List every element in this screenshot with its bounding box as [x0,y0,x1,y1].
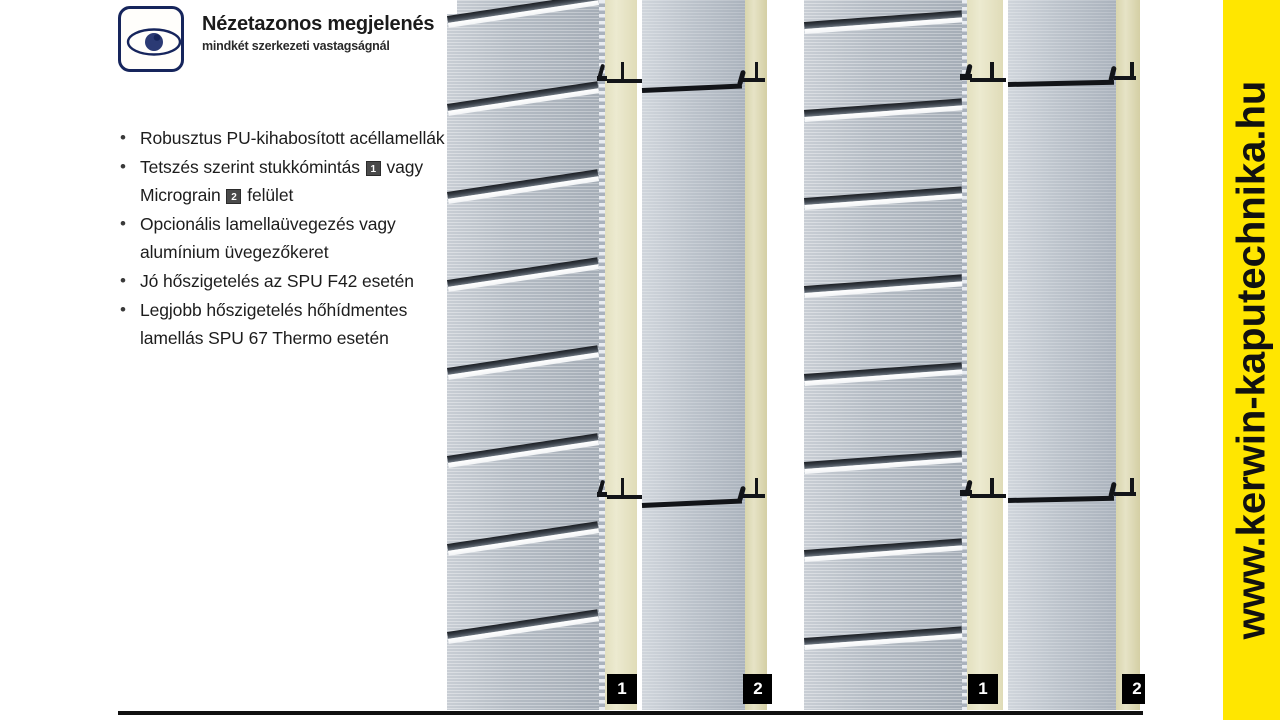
section-joint-line [743,78,765,82]
micrograin-lamella-face [642,0,745,710]
photo-right-margin [767,0,772,710]
steel-cut-edge [962,0,967,710]
panel-photo-spu-f42: 1 2 [447,0,772,710]
joint-hook-mark [1130,62,1134,79]
bottom-divider [118,711,1143,715]
eye-icon [118,6,184,72]
bullet-marker: • [120,214,126,233]
joint-hook-mark [755,478,758,495]
list-item-label: Opcionális lamellaüvegezés vagy alumíniu… [140,214,396,262]
bullet-marker: • [120,300,126,319]
list-item: • Jó hőszigetelés az SPU F42 esetén [118,267,448,295]
section-joint-line [970,78,1006,82]
inline-badge-1: 1 [365,161,381,176]
section-joint-line [607,495,642,499]
header-subtitle: mindkét szerkezeti vastagságnál [202,39,390,53]
photo-badge-1: 1 [607,674,637,704]
pu-foam-core [967,0,1003,710]
stucco-lamella-face [804,0,962,710]
header-title: Nézetazonos megjelenés [202,13,435,35]
joint-hook-mark [1130,478,1134,495]
joint-hook-mark [755,62,758,79]
micrograin-lamella-face [1008,0,1116,710]
steel-cut-edge [599,0,605,710]
joint-hook-mark [621,62,624,79]
header-block: Nézetazonos megjelenés mindkét szerkezet… [118,6,438,78]
stucco-lamella-face [447,0,599,710]
section-joint-line [970,494,1006,498]
joint-hook-mark [597,76,607,81]
feature-list: • Robusztus PU-kihabosított acéllamellák… [118,124,448,353]
pu-foam-core [605,0,637,710]
photo-left-margin [800,0,804,710]
section-joint-line [607,79,642,83]
photo-badge-1: 1 [968,674,998,704]
bullet-marker: • [120,157,126,176]
list-item-label-part1: Tetszés szerint stukkómintás [140,157,360,177]
bullet-marker: • [120,271,126,290]
header-texts: Nézetazonos megjelenés mindkét szerkezet… [202,12,442,54]
joint-hook-mark [597,492,607,497]
photo-corner-mask [447,0,457,14]
pu-foam-core-right [745,0,767,710]
list-item-label: Legjobb hőszigetelés hőhídmentes lamellá… [140,300,408,348]
section-joint-line [1114,492,1136,496]
list-item-label-part3: felület [247,185,294,205]
joint-hook-mark [990,62,994,79]
list-item-label-part2: vagy Micrograin [140,157,424,205]
panel-photo-spu-67-thermo: 1 2 [800,0,1145,710]
list-item: • Opcionális lamellaüvegezés vagy alumín… [118,210,448,266]
list-item-label: Robusztus PU-kihabosított acéllamellák [140,128,445,148]
photo-badge-2: 2 [1122,674,1145,704]
panel-gap [637,0,642,710]
watermark-text: www.kerwin-kaputechnika.hu [1229,80,1273,640]
section-joint-line [743,494,765,498]
left-text-column: Nézetazonos megjelenés mindkét szerkezet… [0,0,445,720]
list-item: • Legjobb hőszigetelés hőhídmentes lamel… [118,296,448,352]
section-joint-line [1114,76,1136,80]
joint-hook-mark [990,478,994,495]
eye-icon-glyph [126,28,182,56]
pu-foam-core-right [1116,0,1140,710]
list-item-label: Jó hőszigetelés az SPU F42 esetén [140,271,414,291]
photo-badge-2: 2 [743,674,772,704]
inline-badge-2: 2 [226,189,242,204]
photo-right-margin [1140,0,1145,710]
watermark-bar: www.kerwin-kaputechnika.hu [1223,0,1280,720]
joint-hook-mark [621,478,624,495]
list-item: • Tetszés szerint stukkómintás 1 vagy Mi… [118,153,448,209]
bullet-marker: • [120,128,126,147]
panel-gap [1003,0,1008,710]
list-item: • Robusztus PU-kihabosított acéllamellák [118,124,448,152]
